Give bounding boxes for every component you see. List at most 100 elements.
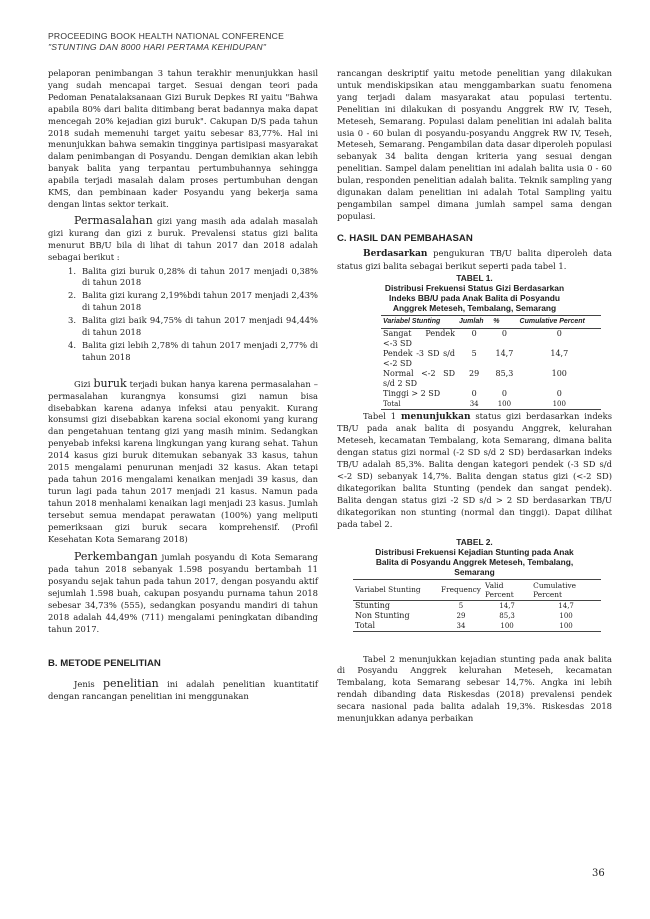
paragraph-text: gizi yang masih ada adalah masalah gizi … (48, 215, 318, 262)
table-cell: 100 (517, 398, 601, 410)
list-number: 3. (68, 315, 76, 326)
prevalence-list: 1. Balita gizi buruk 0,28% di tahun 2017 … (48, 266, 318, 364)
lead-word: buruk (93, 376, 127, 390)
running-header: PROCEEDING BOOK HEALTH NATIONAL CONFEREN… (48, 31, 284, 53)
table-cell: 14,7 (558, 601, 574, 610)
paragraph-text: Gizi (74, 378, 94, 389)
column-header: Variabel Stunting (381, 314, 457, 329)
table-2: Variabel Stunting Frequency Valid Percen… (353, 578, 601, 632)
table-row: Normal <-2 SD s/d 2 SD 29 85,3 100 (381, 369, 601, 389)
list-text: Balita gizi baik 94,75% di tahun 2017 me… (82, 315, 318, 338)
table-cell: Stunting (355, 600, 391, 610)
table-cell: Pendek -3 SD s/d <-2 SD (383, 348, 455, 368)
caption-line: Indeks BB/U pada Anak Balita di Posyandu (389, 292, 560, 303)
column-header: Valid Percent (482, 578, 532, 601)
caption-line: TABEL 1. (456, 272, 493, 283)
table-cell: 0 (471, 388, 477, 398)
table-cell: Total (381, 398, 457, 410)
list-number: 1. (68, 265, 76, 276)
table-cell: Total (353, 620, 439, 632)
table-cell: 29 (469, 368, 480, 378)
column-header: Jumlah (457, 314, 492, 329)
paragraph-text: Tabel 1 (363, 410, 401, 421)
paragraph-text: jumlah posyandu di Kota Semarang pada ta… (48, 552, 318, 634)
list-number: 2. (68, 290, 76, 301)
paragraph-2: Permasalahan gizi yang masih ada adalah … (48, 213, 318, 264)
paragraph-3: Tabel 1 menunjukkan status gizi berdasar… (337, 411, 612, 531)
lead-word: penelitian (103, 676, 159, 690)
table-cell: Sangat Pendek <-3 SD (383, 328, 455, 348)
table-row: Pendek -3 SD s/d <-2 SD 5 14,7 14,7 (381, 349, 601, 369)
lead-word: Berdasarkan (363, 248, 428, 259)
list-item: 2. Balita gizi kurang 2,19%bdi tahun 2017… (48, 290, 318, 314)
table-2-caption: TABEL 2. Distribusi Frekuensi Kejadian S… (337, 537, 612, 577)
table-cell: 85,3 (499, 611, 515, 620)
table-1-caption: TABEL 1. Distribusi Frekuensi Status Giz… (337, 273, 612, 313)
list-item: 1. Balita gizi buruk 0,28% di tahun 2017 … (48, 266, 318, 290)
table-cell: 14,7 (550, 348, 569, 358)
table-cell: 0 (556, 388, 562, 398)
table-cell: 34 (439, 620, 483, 632)
caption-line: TABEL 2. (456, 536, 493, 547)
caption-line: Distribusi Frekuensi Status Gizi Berdasa… (384, 282, 565, 293)
table-cell: 29 (456, 611, 466, 620)
list-number: 4. (68, 339, 76, 350)
table-cell: Non Stunting (355, 610, 410, 620)
paragraph-1: rancangan deskriptif yaitu metode peneli… (337, 68, 612, 221)
table-1: Variabel Stunting Jumlah % Cumulative Pe… (381, 314, 601, 410)
table-cell: 34 (457, 398, 492, 410)
caption-line: Distribusi Frekuensi Kejadian Stunting p… (375, 546, 574, 557)
header-title: PROCEEDING BOOK HEALTH NATIONAL CONFEREN… (48, 31, 285, 41)
left-column: pelaporan penimbangan 3 tahun terakhir m… (48, 68, 318, 703)
paragraph-4: Perkembangan jumlah posyandu di Kota Sem… (48, 551, 318, 635)
table-cell: 100 (531, 620, 601, 632)
column-header: Frequency (439, 578, 483, 601)
list-text: Balita gizi buruk 0,28% di tahun 2017 me… (82, 265, 318, 288)
column-header: Cumulative Percent (531, 578, 601, 601)
section-heading-b: B. METODE PENELITIAN (48, 657, 161, 669)
column-header: % (491, 314, 518, 329)
list-text: Balita gizi lebih 2,78% di tahun 2017 me… (82, 339, 318, 362)
table-cell: 85,3 (495, 368, 514, 378)
table-cell: 0 (471, 328, 477, 338)
table-cell: 0 (556, 328, 562, 338)
lead-word: Permasalahan (74, 213, 153, 227)
table-cell: Tinggi > 2 SD (383, 388, 441, 398)
list-text: Balita gizi kurang 2,19%bdi tahun 2017 m… (82, 290, 318, 313)
column-header: Cumulative Percent (517, 314, 601, 329)
paragraph-3: Gizi buruk terjadi bukan hanya karena pe… (48, 376, 318, 546)
paragraph-2: Berdasarkan pengukuran TB/U balita diper… (337, 248, 612, 273)
lead-word: Perkembangan (74, 550, 158, 564)
table-cell: 0 (501, 388, 507, 398)
table-row: Tinggi > 2 SD 0 0 0 (381, 389, 601, 399)
page-number: 36 (592, 868, 605, 879)
lead-word: menunjukkan (400, 411, 471, 422)
header-subtitle: "STUNTING DAN 8000 HARI PERTAMA KEHIDUPA… (48, 42, 267, 52)
caption-line: Semarang (454, 566, 495, 577)
paragraph-4: Tabel 2 menunjukkan kejadian stunting pa… (337, 653, 612, 724)
table-cell: 100 (491, 398, 518, 410)
table-cell: 0 (501, 328, 507, 338)
paragraph-text: terjadi bukan hanya karena permasalahan … (48, 378, 318, 544)
caption-line: Balita di Posyandu Anggrek Meteseh, Temb… (375, 556, 574, 567)
list-item: 3. Balita gizi baik 94,75% di tahun 2017 … (48, 315, 318, 339)
right-column: rancangan deskriptif yaitu metode peneli… (337, 68, 612, 725)
list-item: 4. Balita gizi lebih 2,78% di tahun 2017 … (48, 340, 318, 364)
table-cell: Normal <-2 SD s/d 2 SD (383, 368, 455, 388)
table-cell: 5 (458, 601, 464, 610)
paragraph-text: Jenis (74, 678, 103, 689)
table-cell: 14,7 (495, 348, 514, 358)
column-header: Variabel Stunting (353, 578, 439, 601)
table-cell: 5 (471, 348, 477, 358)
paragraph-text: ini adalah penelitian kuantitatif dengan… (48, 678, 318, 701)
table-cell: 100 (551, 368, 567, 378)
paragraph-5: Jenis penelitian ini adalah penelitian k… (48, 676, 318, 703)
section-heading-c: C. HASIL DAN PEMBAHASAN (337, 232, 473, 244)
table-cell: 100 (559, 611, 573, 620)
caption-line: Anggrek Meteseh, Tembalang, Semarang (392, 302, 557, 313)
table-cell: 100 (482, 620, 532, 632)
paragraph-text: status gizi berdasarkan indeks TB/U pada… (337, 410, 613, 529)
